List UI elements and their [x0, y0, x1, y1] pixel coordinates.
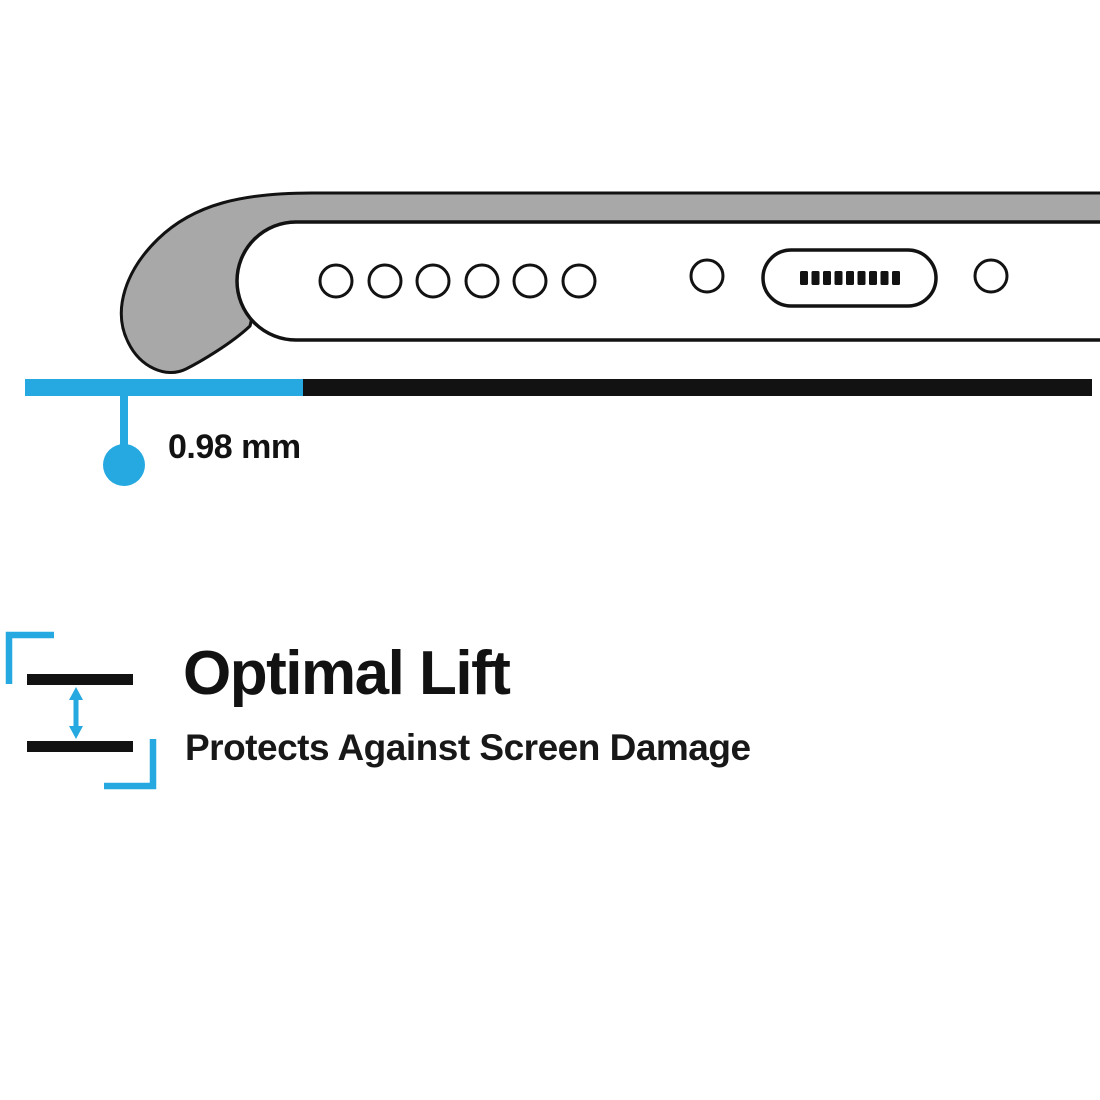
arrow-head-down-icon: [69, 726, 83, 739]
speaker-hole-icon: [367, 263, 403, 299]
speaker-hole-icon: [318, 263, 354, 299]
measurement-pointer-line: [120, 396, 128, 448]
measurement-label: 0.98 mm: [168, 428, 301, 466]
lift-gap-bar-segment: [25, 379, 303, 396]
surface-bar-segment: [303, 379, 1092, 396]
speaker-hole-icon: [464, 263, 500, 299]
corner-bracket-bottom-right-icon: [104, 739, 157, 790]
screw-hole-left-icon: [689, 258, 725, 294]
measurement-pointer-dot: [103, 444, 145, 486]
feature-title: Optimal Lift: [183, 639, 511, 708]
gap-bottom-bar: [27, 741, 133, 752]
feature-subtitle: Protects Against Screen Damage: [185, 727, 751, 768]
speaker-hole-icon: [415, 263, 451, 299]
speaker-hole-icon: [512, 263, 548, 299]
phone-body-shape: [235, 220, 1100, 342]
phone-bottom-edge-illustration: [119, 191, 1100, 375]
screw-hole-right-icon: [973, 258, 1009, 294]
corner-bracket-top-left-icon: [5, 631, 54, 684]
arrow-head-up-icon: [69, 687, 83, 700]
lift-gap-icon: [5, 631, 157, 790]
speaker-hole-icon: [561, 263, 597, 299]
charging-port-pins: [800, 271, 900, 285]
gap-top-bar: [27, 674, 133, 685]
